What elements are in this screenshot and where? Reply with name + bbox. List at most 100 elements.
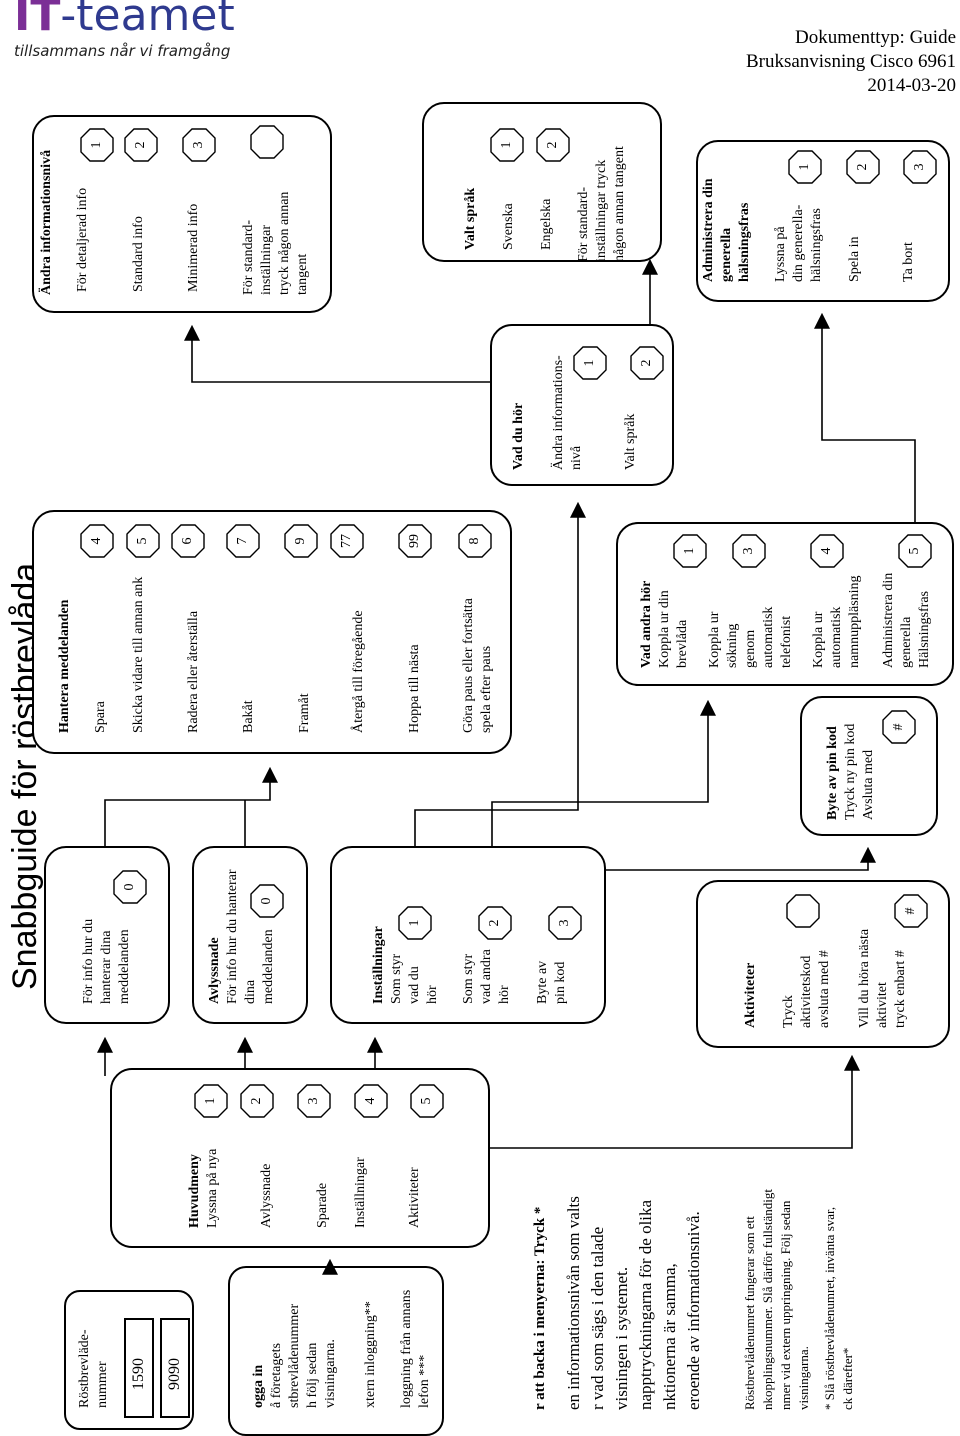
hantera-item: spela efter paus xyxy=(479,645,494,733)
backa-line: visningen i systemet. xyxy=(612,1266,631,1410)
huvudmeny-item: Inställningar xyxy=(353,1157,368,1228)
aktiviteter-item: tryck enbart # xyxy=(893,950,908,1028)
andra-info-item1: För detaljerad info xyxy=(75,187,90,292)
installningar-item: hör xyxy=(425,985,440,1004)
vad-du-hor-item1a: Ändra informations- xyxy=(551,355,566,470)
heading-avlyssnade: Avlyssnade xyxy=(207,937,222,1004)
valt-sprak-item3c: någon annan tangent xyxy=(612,146,627,262)
hantera-item: Återgå till föregående xyxy=(351,610,366,733)
heading-hantera: Hantera meddelanden xyxy=(57,599,72,733)
key-label: # xyxy=(903,907,918,915)
vad-andra-item: Hälsningsfras xyxy=(917,591,932,668)
keypad-key: 2 xyxy=(124,128,158,162)
byte-pin-line2: Avsluta med xyxy=(861,749,876,820)
key-label: 2 xyxy=(545,141,560,149)
keypad-key-blank xyxy=(250,125,284,159)
andra-info-item2: Standard info xyxy=(131,216,146,292)
keypad-key: 3 xyxy=(548,906,582,940)
logo-it: IT xyxy=(14,0,61,41)
heading-byte-pin: Byte av pin kod xyxy=(825,726,840,820)
keypad-key: 0 xyxy=(250,884,284,918)
footnote-line: ck därefter* xyxy=(840,1347,855,1410)
huvudmeny-item: Lyssna på nya xyxy=(205,1148,220,1228)
key-label: 3 xyxy=(306,1097,321,1105)
keypad-key-blank xyxy=(786,894,820,928)
halsningsfras-item3: Ta bort xyxy=(901,242,916,282)
hantera-item: Göra paus eller fortsätta xyxy=(461,598,476,733)
rostbrevlade-label: Röstbrevläde- xyxy=(77,1329,92,1408)
logga-in-line: stbrevlådenummer xyxy=(287,1303,302,1408)
avlyssnade-line: För info hur du hanterar xyxy=(225,869,240,1004)
key-label: 2 xyxy=(855,163,870,171)
keypad-key: 1 xyxy=(194,1084,228,1118)
keypad-key: 7 xyxy=(226,524,260,558)
keypad-key: 3 xyxy=(297,1084,331,1118)
keypad-key: 2 xyxy=(536,128,570,162)
halsningsfras-item1c: hälsningsfras xyxy=(809,208,824,282)
keypad-key: 3 xyxy=(182,128,216,162)
andra-info-item4b: inställningar xyxy=(259,225,274,295)
key-label: 5 xyxy=(419,1097,434,1105)
hash-key-icon: # xyxy=(894,894,928,928)
vad-andra-item: telefonist xyxy=(779,615,794,668)
vad-du-hor-item2: Valt språk xyxy=(623,413,638,470)
keypad-key: 2 xyxy=(478,906,512,940)
hantera-item: Framåt xyxy=(297,693,312,733)
footnote-line: nmer vid extern uppringning. Följ sedan xyxy=(778,1200,793,1410)
key-label: 3 xyxy=(912,163,927,171)
keypad-key: 2 xyxy=(630,346,664,380)
doc-type: Dokumenttyp: Guide xyxy=(795,27,956,48)
key-label: 1 xyxy=(797,163,812,171)
keypad-key: 4 xyxy=(810,534,844,568)
box-valt-sprak xyxy=(422,102,662,262)
keypad-key: 99 xyxy=(398,524,432,558)
heading-halsningsfras-c: hälsningsfras xyxy=(737,202,752,282)
backa-line: en informationsnivån som valts xyxy=(564,1196,583,1410)
keypad-key: 0 xyxy=(113,870,147,904)
info-hantera-line: meddelanden xyxy=(117,929,132,1004)
huvudmeny-item: Sparade xyxy=(315,1182,330,1228)
key-label: 2 xyxy=(133,141,148,149)
info-hantera-line: För info hur du xyxy=(81,918,96,1004)
doc-name: Bruksanvisning Cisco 6961 xyxy=(745,51,956,72)
installningar-item: vad andra xyxy=(479,949,494,1004)
logga-in-line: visningarna. xyxy=(323,1339,338,1408)
valt-sprak-item3b: inställningar tryck xyxy=(594,159,609,262)
logga-in-line: h följ sedan xyxy=(305,1342,320,1408)
document-info: Dokumenttyp: Guide Bruksanvisning Cisco … xyxy=(656,26,956,98)
box-vad-andra-hor xyxy=(616,522,954,686)
key-label: 3 xyxy=(557,919,572,927)
huvudmeny-item: Avlyssnade xyxy=(259,1163,274,1228)
keypad-key: 3 xyxy=(903,150,937,184)
installningar-item: pin kod xyxy=(553,961,568,1004)
vad-andra-item: brevlåda xyxy=(675,619,690,668)
keypad-key: 1 xyxy=(573,346,607,380)
keypad-key: 4 xyxy=(354,1084,388,1118)
logga-in-line: xtern inloggning** xyxy=(363,1301,378,1408)
aktiviteter-item: avsluta med # xyxy=(817,950,832,1028)
keypad-key: 2 xyxy=(240,1084,274,1118)
backa-line: r vad som sägs i den talade xyxy=(588,1226,607,1410)
hantera-item: Radera eller återställa xyxy=(186,610,201,733)
keypad-key: 1 xyxy=(80,128,114,162)
installningar-item: hör xyxy=(497,985,512,1004)
backa-line: nktionerna är samma, xyxy=(660,1263,679,1410)
keypad-key: 1 xyxy=(490,128,524,162)
key-label: 6 xyxy=(180,537,195,545)
installningar-item: Som styr xyxy=(461,953,476,1004)
key-label: 0 xyxy=(259,897,274,905)
key-label: 1 xyxy=(203,1097,218,1105)
keypad-key: 2 xyxy=(846,150,880,184)
vad-andra-item: generella xyxy=(899,616,914,668)
logga-in-line: å företagets xyxy=(269,1343,284,1408)
vad-andra-item: Administrera din xyxy=(881,572,896,668)
vad-andra-item: Koppla ur din xyxy=(657,590,672,668)
doc-date: 2014-03-20 xyxy=(867,75,956,96)
box-hantera-meddelanden xyxy=(32,510,512,754)
keypad-key: 1 xyxy=(673,534,707,568)
heading-valt-sprak: Valt språk xyxy=(463,187,478,250)
rostbrevlade-number: 9090 xyxy=(166,1358,183,1390)
key-label: 3 xyxy=(741,547,756,555)
heading-andra-info: Ändra informationsnivå xyxy=(39,149,54,295)
keypad-key: 3 xyxy=(732,534,766,568)
